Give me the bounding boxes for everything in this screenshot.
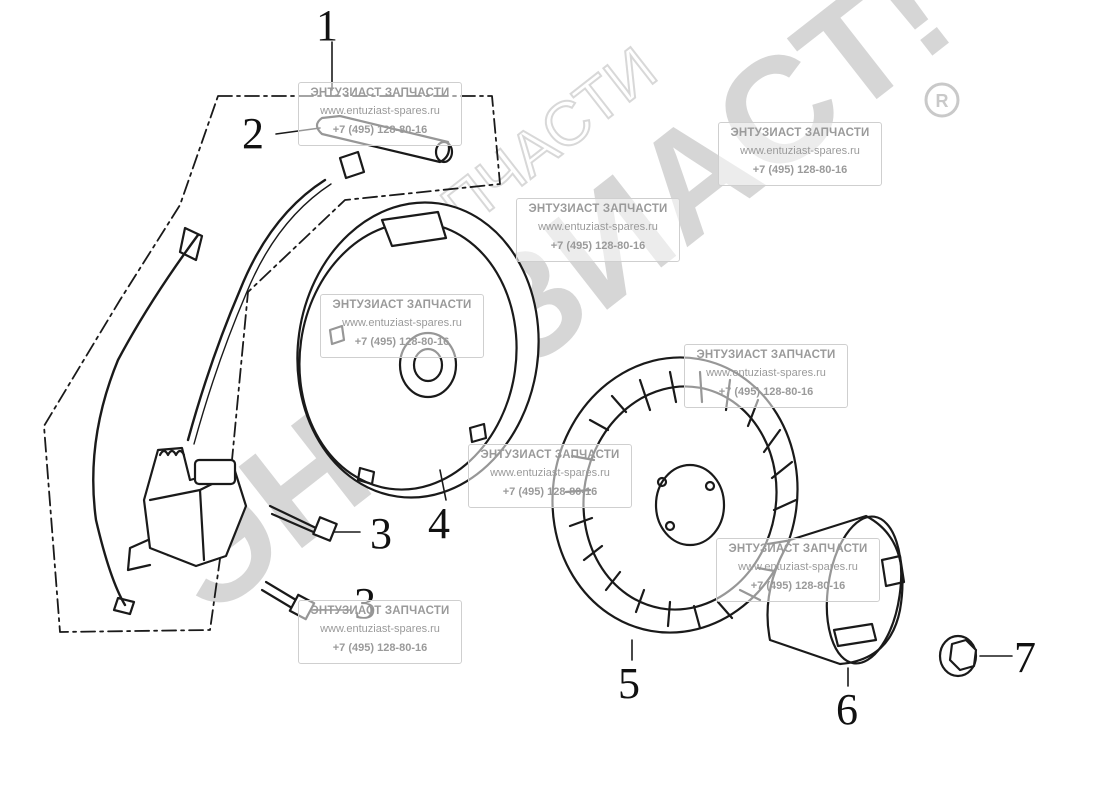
watermark-company: ЭНТУЗИАСТ ЗАПЧАСТИ: [310, 87, 450, 99]
watermark-phone: +7 (495) 128-80-16: [354, 336, 450, 348]
callout-4: 4: [428, 499, 450, 548]
ground-wire: [92, 233, 200, 607]
watermark-box: ЭНТУЗИАСТ ЗАПЧАСТИ www.entuziast-spares.…: [298, 82, 462, 146]
assembly-boundary-outline: [43, 95, 501, 633]
callout-2: 2: [242, 109, 264, 158]
watermark-box: ЭНТУЗИАСТ ЗАПЧАСТИ www.entuziast-spares.…: [516, 198, 680, 262]
ignition-coil: [126, 446, 248, 572]
watermark-url: www.entuziast-spares.ru: [320, 105, 440, 117]
watermark-url: www.entuziast-spares.ru: [738, 561, 858, 573]
watermark-url: www.entuziast-spares.ru: [740, 145, 860, 157]
watermark-phone: +7 (495) 128-80-16: [332, 124, 428, 136]
watermark-box: ЭНТУЗИАСТ ЗАПЧАСТИ www.entuziast-spares.…: [684, 344, 848, 408]
watermark-company: ЭНТУЗИАСТ ЗАПЧАСТИ: [728, 543, 868, 555]
callout-5: 5: [618, 659, 640, 708]
callout-7: 7: [1014, 633, 1036, 682]
wire-end-terminal: [112, 596, 136, 616]
watermark-phone: +7 (495) 128-80-16: [752, 164, 848, 176]
watermark-url: www.entuziast-spares.ru: [490, 467, 610, 479]
watermark-phone: +7 (495) 128-80-16: [718, 386, 814, 398]
watermark-url: www.entuziast-spares.ru: [342, 317, 462, 329]
watermark-box: ЭНТУЗИАСТ ЗАПЧАСТИ www.entuziast-spares.…: [716, 538, 880, 602]
watermark-company: ЭНТУЗИАСТ ЗАПЧАСТИ: [696, 349, 836, 361]
watermark-box: ЭНТУЗИАСТ ЗАПЧАСТИ www.entuziast-spares.…: [298, 600, 462, 664]
watermark-company: ЭНТУЗИАСТ ЗАПЧАСТИ: [730, 127, 870, 139]
watermark-box: ЭНТУЗИАСТ ЗАПЧАСТИ www.entuziast-spares.…: [320, 294, 484, 358]
watermark-box: ЭНТУЗИАСТ ЗАПЧАСТИ www.entuziast-spares.…: [468, 444, 632, 508]
watermark-company: ЭНТУЗИАСТ ЗАПЧАСТИ: [310, 605, 450, 617]
watermark-url: www.entuziast-spares.ru: [706, 367, 826, 379]
ignition-cable: [186, 178, 327, 442]
watermark-company: ЭНТУЗИАСТ ЗАПЧАСТИ: [528, 203, 668, 215]
watermark-phone: +7 (495) 128-80-16: [502, 486, 598, 498]
callout-1: 1: [316, 1, 338, 50]
watermark-phone: +7 (495) 128-80-16: [332, 642, 428, 654]
watermark-box: ЭНТУЗИАСТ ЗАПЧАСТИ www.entuziast-spares.…: [718, 122, 882, 186]
watermark-phone: +7 (495) 128-80-16: [750, 580, 846, 592]
callout-3-upper: 3: [370, 509, 392, 558]
watermark-phone: +7 (495) 128-80-16: [550, 240, 646, 252]
flange-nut: [938, 634, 1013, 678]
watermark-company: ЭНТУЗИАСТ ЗАПЧАСТИ: [332, 299, 472, 311]
watermark-url: www.entuziast-spares.ru: [538, 221, 658, 233]
callout-6: 6: [836, 685, 858, 734]
wire-terminal: [178, 226, 204, 262]
bolt-upper: [268, 504, 361, 542]
watermark-company: ЭНТУЗИАСТ ЗАПЧАСТИ: [480, 449, 620, 461]
watermark-url: www.entuziast-spares.ru: [320, 623, 440, 635]
